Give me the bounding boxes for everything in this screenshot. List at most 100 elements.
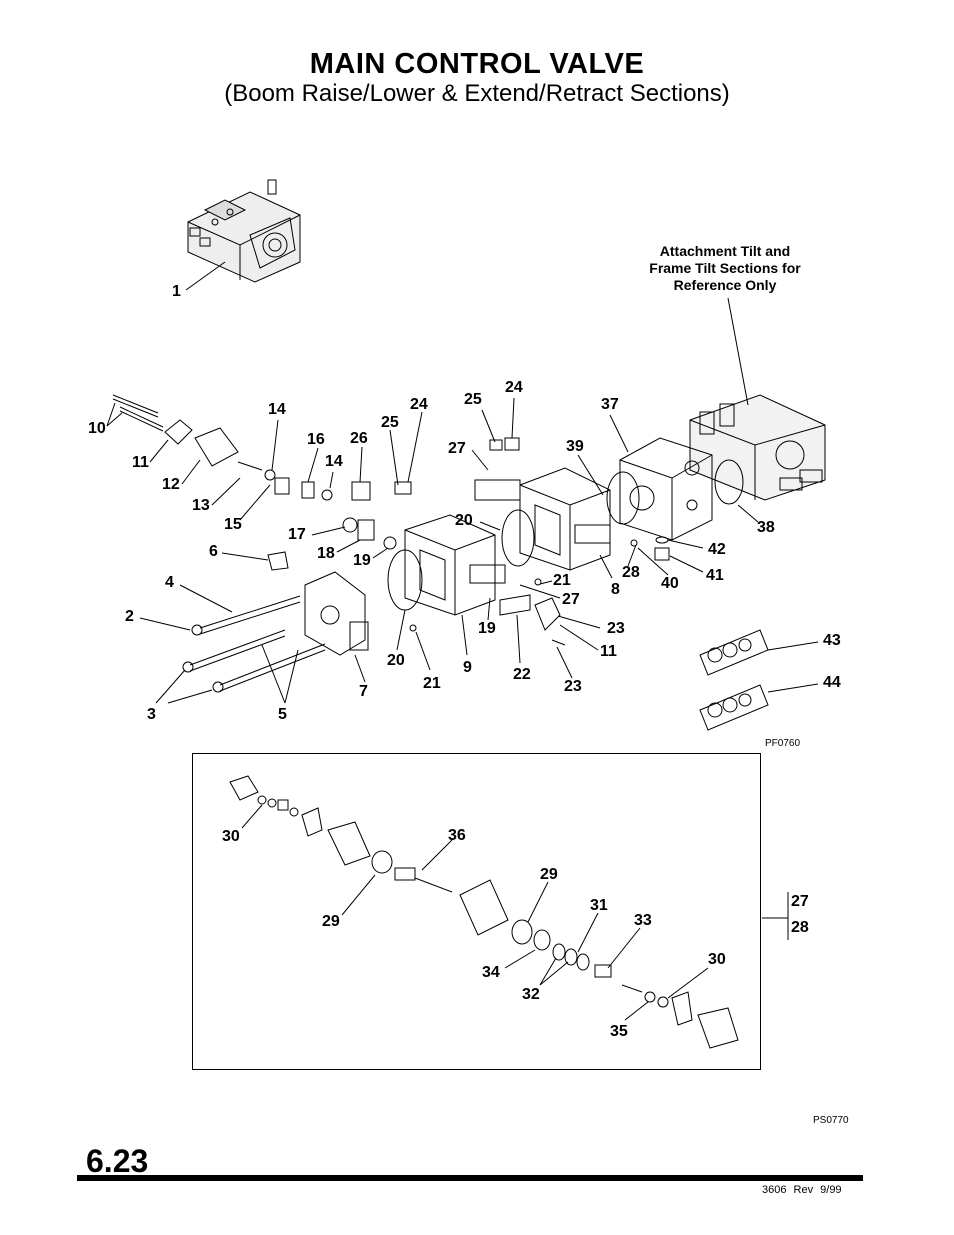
callout-label: 13 (192, 497, 210, 514)
valve-section-9-drawing (404, 514, 506, 616)
washer-14-drawing (321, 489, 333, 501)
callout-label: 17 (288, 526, 306, 543)
callout-label: 40 (661, 575, 679, 592)
callout-label: 12 (162, 476, 180, 493)
assembled-valve-drawing (187, 179, 301, 283)
callout-label: 27 (562, 591, 580, 608)
callout-label: 37 (601, 396, 619, 413)
reference-note-line: Attachment Tilt and (659, 243, 791, 259)
callout-label: 11 (600, 643, 617, 660)
fitting-6-drawing (267, 551, 289, 571)
detail-leader-lines (241, 804, 789, 1021)
callout-label: 44 (823, 674, 841, 691)
plate-11b-drawing (534, 597, 561, 631)
callout-label: 5 (278, 706, 287, 723)
detail-inset-drawing (229, 775, 739, 1049)
callout-label: 31 (590, 897, 608, 914)
callout-label: 9 (463, 659, 472, 676)
bolts-drawing (112, 394, 164, 432)
callout-label: 28 (791, 919, 809, 936)
check-25-drawing (394, 481, 412, 495)
callout-label: 22 (513, 666, 531, 683)
footer-rule (77, 1175, 863, 1181)
callout-label: 14 (325, 453, 343, 470)
callout-label: 30 (708, 951, 726, 968)
callout-label: 19 (353, 552, 371, 569)
detail-inset-frame (192, 753, 761, 1070)
callout-label: 27 (448, 440, 466, 457)
callout-label: 23 (564, 678, 582, 695)
callout-label: 4 (165, 574, 174, 591)
figure-code: PS0770 (813, 1115, 849, 1126)
o-ring-19-drawing (383, 536, 397, 550)
check-24-drawing (504, 437, 520, 451)
callout-label: 25 (464, 391, 482, 408)
callout-label: 29 (322, 913, 340, 930)
o-ring-20b (501, 509, 535, 567)
callout-label: 42 (708, 541, 726, 558)
page-subtitle: (Boom Raise/Lower & Extend/Retract Secti… (224, 80, 730, 107)
callout-label: 16 (307, 431, 325, 448)
callout-label: 19 (478, 620, 496, 637)
callout-label: 28 (622, 564, 640, 581)
callout-label: 21 (423, 675, 441, 692)
spring-drawing (274, 477, 290, 495)
plug-18-drawing (357, 519, 375, 541)
reference-valve-sections-drawing (689, 394, 826, 501)
callout-label: 33 (634, 912, 652, 929)
reference-note-line: Reference Only (673, 277, 777, 293)
callout-label: 43 (823, 632, 841, 649)
page-title: MAIN CONTROL VALVE (309, 48, 645, 80)
washer-drawing (264, 469, 276, 481)
reference-note: Attachment Tilt and Frame Tilt Sections … (630, 243, 820, 294)
seal-kit-43-drawing (699, 629, 769, 676)
callout-label: 35 (610, 1023, 628, 1040)
callout-label: 23 (607, 620, 625, 637)
callout-label: 36 (448, 827, 466, 844)
figure-code: PF0760 (765, 738, 801, 749)
callout-label: 1 (172, 283, 181, 300)
callout-label: 6 (209, 543, 218, 560)
callout-label: 27 (791, 893, 809, 910)
callout-label: 39 (566, 438, 584, 455)
tie-rods-drawing (182, 595, 326, 693)
callout-label: 14 (268, 401, 286, 418)
seal-kit-44-drawing (699, 684, 769, 731)
callout-label: 32 (522, 986, 540, 1003)
callout-label: 11 (132, 454, 149, 471)
callout-label: 24 (505, 379, 523, 396)
callout-label: 18 (317, 545, 335, 562)
callout-label: 24 (410, 396, 428, 413)
reference-note-line: Frame Tilt Sections for (649, 260, 801, 276)
plate-drawing (164, 419, 193, 445)
cap-drawing (194, 427, 239, 467)
callout-label: 10 (88, 420, 106, 437)
callout-label: 30 (222, 828, 240, 845)
callout-label: 38 (757, 519, 775, 536)
o-ring-39 (606, 471, 640, 525)
callout-label: 20 (455, 512, 473, 529)
callout-label: 34 (482, 964, 500, 981)
callout-label: 2 (125, 608, 134, 625)
spool-22-drawing (499, 594, 531, 616)
end-cover-drawing (304, 571, 369, 656)
spacer-drawing (301, 481, 315, 499)
callout-label: 25 (381, 414, 399, 431)
o-ring-38 (714, 459, 744, 505)
spacer-block-drawing (619, 437, 713, 541)
stem-drawing (237, 461, 263, 471)
plug-26-drawing (351, 481, 371, 501)
callout-label: 15 (224, 516, 242, 533)
callout-label: 3 (147, 706, 156, 723)
callout-label: 41 (706, 567, 724, 584)
check-25b-drawing (489, 439, 503, 451)
page-number: 6.23 (86, 1143, 149, 1179)
callout-label: 8 (611, 581, 620, 598)
revision-footer: 3606 Rev 9/99 (762, 1184, 842, 1196)
callout-label: 20 (387, 652, 405, 669)
callout-label: 26 (350, 430, 368, 447)
callout-label: 21 (553, 572, 571, 589)
valve-section-8-drawing (474, 467, 611, 571)
leader-lines (106, 261, 819, 704)
